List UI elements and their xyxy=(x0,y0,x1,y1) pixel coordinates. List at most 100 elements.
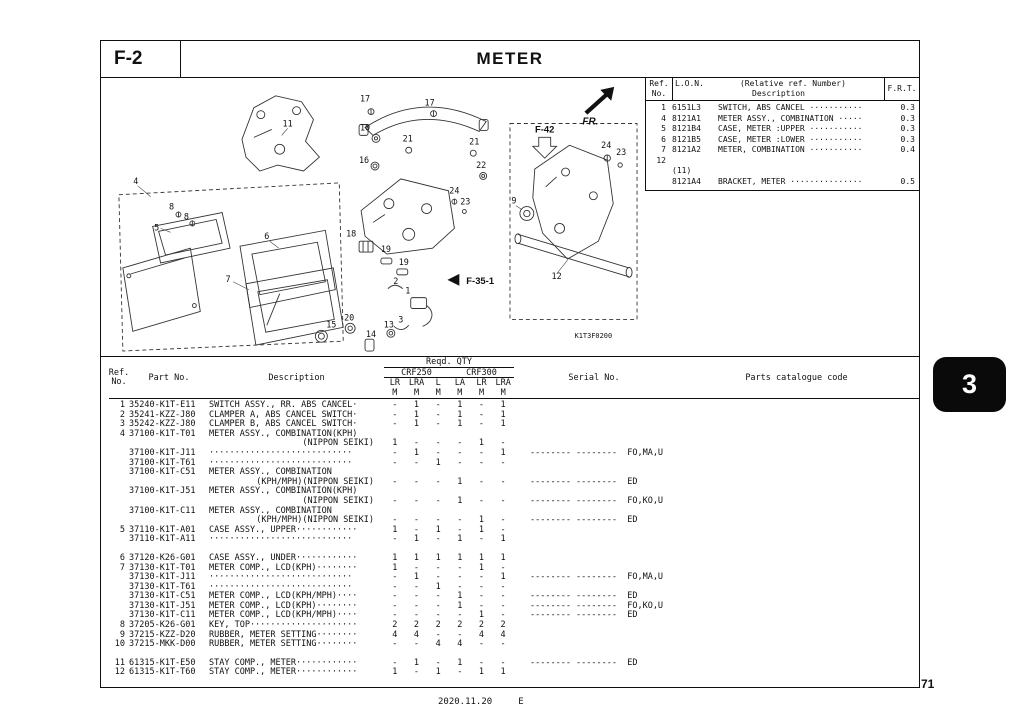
parts-table-row: 37130-K1T-T61···························… xyxy=(129,581,506,592)
col-sub-label: LRA xyxy=(495,378,511,388)
col-description-label: Description xyxy=(268,372,325,383)
bracket-and-visor-parts xyxy=(241,95,489,180)
side-tab-index: 3 xyxy=(933,357,1006,412)
ref-col-no-label: No. xyxy=(651,89,667,98)
diagram-callout-fr: FR. xyxy=(582,117,598,128)
diagram-callout-9: 9 xyxy=(511,196,516,206)
col-m-label: M xyxy=(413,388,420,398)
diagram-callout-11: 11 xyxy=(283,118,293,128)
section-code: F-2 xyxy=(101,41,181,77)
diagram-callout-k1t3f0200: K1T3F0200 xyxy=(575,332,613,340)
col-no-label: No. xyxy=(111,376,127,387)
ref-table-header: Ref. No. L.O.N. (Relative ref. Number) D… xyxy=(646,78,919,101)
diagram-callout-21: 21 xyxy=(469,136,479,146)
diagram-svg: 1717111021211622242324234885967181919213… xyxy=(118,86,638,352)
footer: 2020.11.20 E xyxy=(438,697,524,707)
col-model-crf250-label: CRF250 xyxy=(384,368,449,378)
col-m-label: M xyxy=(478,388,485,398)
stay-bracket-parts xyxy=(514,144,633,278)
diagram-callout-7: 7 xyxy=(226,274,231,284)
col-partno-label: Part No. xyxy=(148,372,190,383)
diagram-callout-24: 24 xyxy=(601,140,611,150)
diagram-callout-8: 8 xyxy=(169,202,174,212)
col-sub-label: LRA xyxy=(408,378,425,388)
diagram-callout-24: 24 xyxy=(449,186,459,196)
ref-col-relative-label: (Relative ref. Number) xyxy=(739,79,846,88)
parts-table-row: (KPH/MPH)(NIPPON SEIKI)---1---------- --… xyxy=(256,476,638,487)
col-sub-label: LR xyxy=(476,378,487,388)
parts-table-row: 37130-K1T-J11···························… xyxy=(129,572,664,583)
parts-table-row: 37100-K1T-J11···························… xyxy=(129,447,664,458)
meter-assembly-dashed-box xyxy=(118,182,344,352)
diagram-callout-21: 21 xyxy=(403,133,413,143)
diagram-callout-f42: F-42 xyxy=(535,123,554,134)
f42-arrow-icon xyxy=(531,136,558,159)
ref-table: Ref. No. L.O.N. (Relative ref. Number) D… xyxy=(645,78,919,191)
diagram-callout-22: 22 xyxy=(476,160,486,170)
diagram-callout-19: 19 xyxy=(399,257,409,267)
col-reqd-qty-label: Reqd. QTY xyxy=(384,357,514,368)
parts-table-row: 37110-K1T-A11···························… xyxy=(129,534,506,545)
diagram-callout-19: 19 xyxy=(381,244,391,254)
col-catalogue-code-label: Parts catalogue code xyxy=(745,372,848,383)
col-sub-label: LR xyxy=(389,378,400,388)
col-sub-label: LA xyxy=(454,378,465,388)
ref-table-row: 12 xyxy=(656,155,666,165)
page-frame: F-2 METER xyxy=(100,40,920,688)
diagram-callout-17: 17 xyxy=(425,98,435,108)
parts-table-row: (KPH/MPH)(NIPPON SEIKI)----1--------- --… xyxy=(256,515,638,526)
col-qty-group: Reqd. QTY CRF250 CRF300 LR LRA L LA LR L… xyxy=(384,357,514,398)
diagram-callout-23: 23 xyxy=(460,197,470,207)
fr-direction-arrow-icon xyxy=(584,86,615,115)
diagram-callout-14: 14 xyxy=(366,329,376,339)
col-m-label: M xyxy=(435,388,441,398)
diagram-callout-12: 12 xyxy=(552,271,562,281)
honda-wing-watermark xyxy=(160,168,471,254)
diagram-callout-4: 4 xyxy=(133,176,138,186)
page-header: F-2 METER xyxy=(101,41,919,78)
parts-table-row: 37100-K1T-T61···························… xyxy=(129,457,506,468)
parts-table: Ref. No. Part No. Description Reqd. QTY … xyxy=(101,356,919,687)
ref-col-ref-label: Ref. xyxy=(649,79,669,88)
diagram-callout-2: 2 xyxy=(393,276,398,286)
ref-table-row: (11) xyxy=(672,166,692,175)
col-m-label: M xyxy=(500,388,506,398)
diagram-callout-8: 8 xyxy=(184,211,189,221)
col-sub-label: L xyxy=(435,378,441,388)
diagram-callout-3: 3 xyxy=(398,314,403,324)
col-m-label: M xyxy=(392,388,398,398)
center-plate-parts xyxy=(314,178,467,352)
diagram-callout-f351: F-35-1 xyxy=(466,275,494,286)
parts-table-header: Ref. No. Part No. Description Reqd. QTY … xyxy=(109,357,919,399)
parts-table-row: (NIPPON SEIKI)1---1- xyxy=(302,438,506,449)
col-model-crf300-label: CRF300 xyxy=(449,368,514,378)
diagram-callout-6: 6 xyxy=(264,231,269,241)
ref-col-lon-label: L.O.N. xyxy=(675,79,704,88)
footer-code: E xyxy=(518,697,524,707)
diagram-callout-20: 20 xyxy=(344,312,354,322)
footer-date: 2020.11.20 xyxy=(438,697,493,707)
meter-assembly-parts xyxy=(122,211,344,346)
diagram-callout-15: 15 xyxy=(326,319,336,329)
diagram-callout-18: 18 xyxy=(346,228,356,238)
